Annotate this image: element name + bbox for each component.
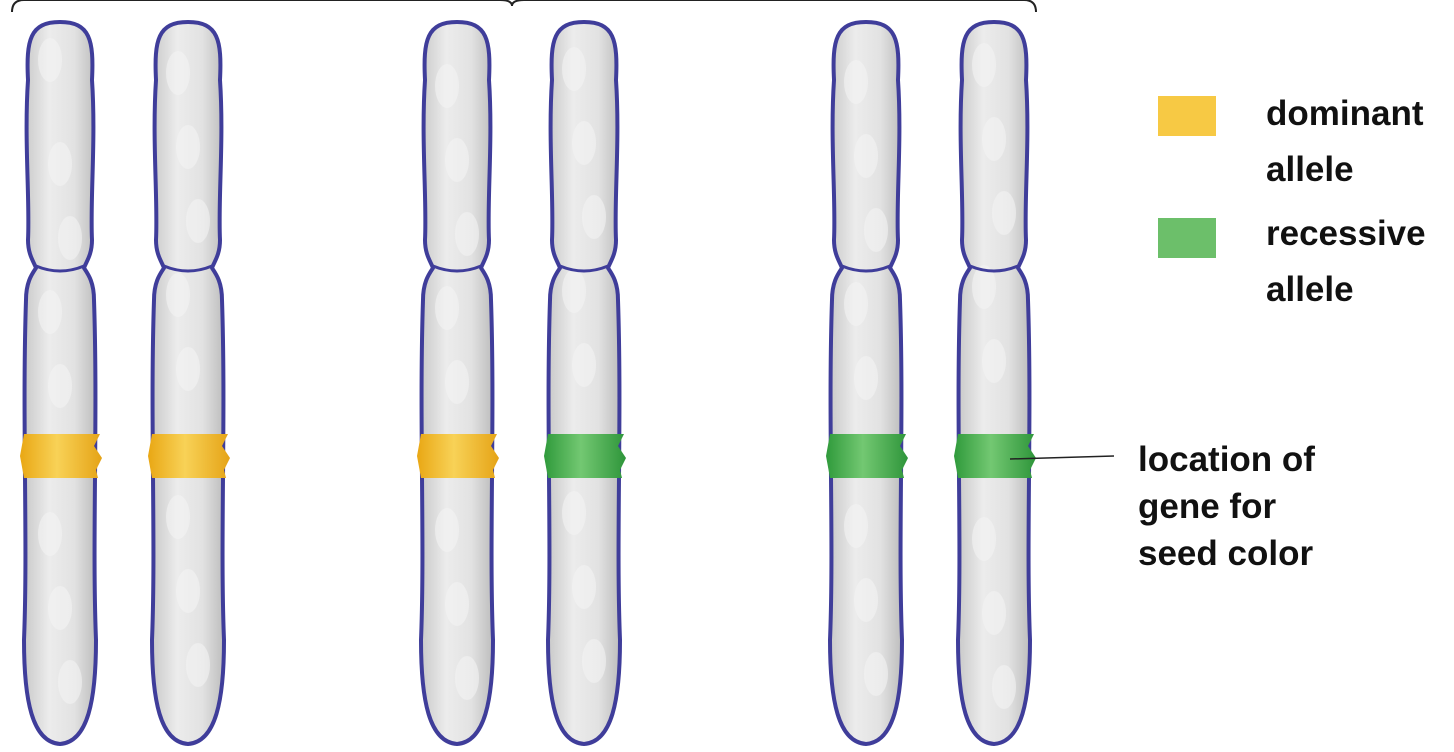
dominant-allele-swatch [1158,96,1216,136]
recessive-allele-label-line2: allele [1266,262,1426,318]
dominant-allele-band [417,434,499,478]
gene-location-label: location of gene for seed color [1138,436,1315,577]
chromosome-texture [844,60,868,104]
chromosome-texture [864,652,888,696]
chromosome-texture [992,665,1016,709]
dominant-allele-band [148,434,230,478]
chromosome-texture [844,504,868,548]
chromosome-texture [38,38,62,82]
chromosome-2 [148,22,230,744]
chromosome-texture [582,639,606,683]
chromosome-texture [455,656,479,700]
recessive-allele-label-line1: recessive [1266,206,1426,262]
chromosome-texture [58,216,82,260]
chromosome-texture [435,508,459,552]
gene-location-label-line3: seed color [1138,530,1315,577]
recessive-allele-swatch [1158,218,1216,258]
chromosome-texture [982,339,1006,383]
chromosome-texture [445,360,469,404]
dominant-allele-label: dominant allele [1266,86,1423,198]
chromosome-texture [58,660,82,704]
dominant-allele-band [20,434,102,478]
chromosome-texture [562,491,586,535]
chromosome-3 [417,22,499,744]
dominant-allele-label-line2: allele [1266,142,1423,198]
chromosome-texture [972,43,996,87]
chromosome-texture [864,208,888,252]
chromosome-texture [435,64,459,108]
chromosome-texture [562,269,586,313]
chromosome-texture [854,578,878,622]
chromosome-texture [972,517,996,561]
chromosome-texture [854,356,878,400]
chromosome-texture [445,138,469,182]
chromosome-texture [176,569,200,613]
chromosome-texture [982,591,1006,635]
recessive-allele-label: recessive allele [1266,206,1426,318]
recessive-allele-band [954,434,1036,478]
chromosome-texture [992,191,1016,235]
chromosome-texture [48,142,72,186]
gene-location-label-line2: gene for [1138,483,1315,530]
chromosome-texture [562,47,586,91]
top-brace [12,0,1036,12]
chromosome-4 [544,22,626,744]
chromosome-texture [572,343,596,387]
chromosome-texture [166,273,190,317]
chromosome-texture [844,282,868,326]
recessive-allele-band [826,434,908,478]
recessive-allele-band [544,434,626,478]
chromosome-5 [826,22,908,744]
dominant-allele-label-line1: dominant [1266,86,1423,142]
chromosome-texture [48,364,72,408]
chromosome-texture [445,582,469,626]
chromosome-texture [166,51,190,95]
gene-location-label-line1: location of [1138,436,1315,483]
chromosome-texture [572,121,596,165]
chromosome-texture [186,199,210,243]
chromosome-texture [582,195,606,239]
chromosome-texture [572,565,596,609]
chromosome-texture [854,134,878,178]
chromosome-6 [954,22,1036,744]
chromosome-texture [48,586,72,630]
chromosome-texture [455,212,479,256]
chromosome-texture [982,117,1006,161]
chromosome-texture [166,495,190,539]
chromosomes-layer [20,22,1036,744]
chromosome-texture [176,347,200,391]
chromosome-1 [20,22,102,744]
chromosome-texture [38,290,62,334]
chromosome-texture [176,125,200,169]
chromosome-texture [186,643,210,687]
chromosome-texture [435,286,459,330]
chromosome-texture [38,512,62,556]
